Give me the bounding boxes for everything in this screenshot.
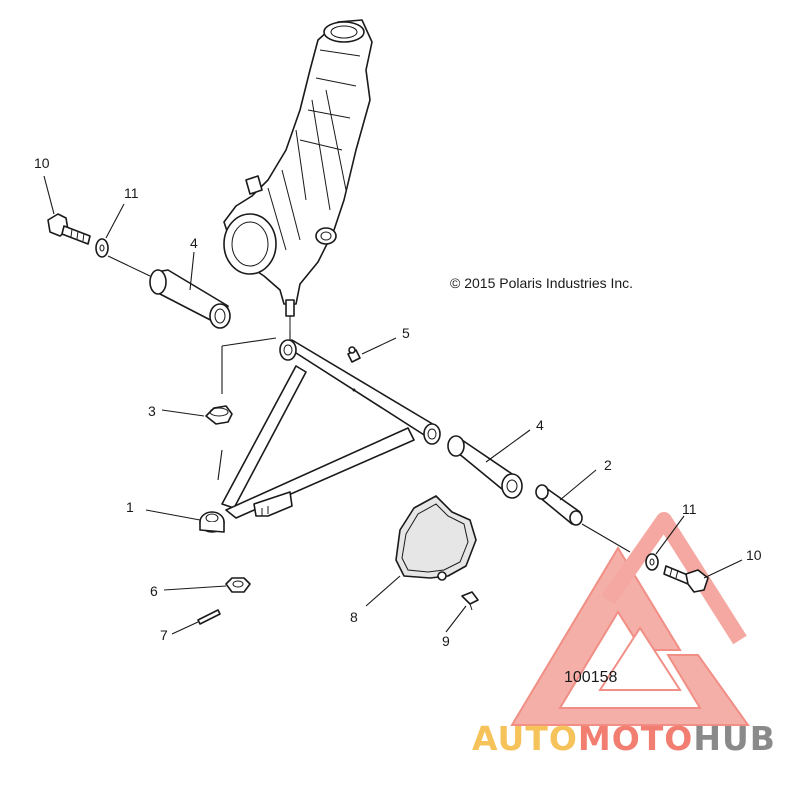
- callout-4-left: 4: [190, 235, 198, 251]
- bushing-4-right: [447, 435, 523, 499]
- callout-8: 8: [350, 609, 358, 625]
- watermark-text: AUTOMOTOHUB: [472, 719, 776, 758]
- callout-2: 2: [604, 457, 612, 473]
- watermark-auto: AUTO: [472, 719, 578, 758]
- callout-11-right: 11: [682, 501, 697, 517]
- steering-knuckle: [223, 19, 373, 330]
- callout-10-left: 10: [34, 155, 50, 171]
- callout-5: 5: [402, 325, 410, 341]
- assembly-lines: [107, 255, 631, 553]
- bushing-cap-3: [205, 405, 233, 425]
- callout-4-right: 4: [536, 417, 544, 433]
- callout-labels: 10 11 4 5 3 1 4 2 11 10 6 7 8 9: [34, 155, 762, 649]
- washer-11-right: [645, 553, 659, 571]
- bushing-4-left: [149, 269, 231, 329]
- diagram-id: 100158: [564, 669, 617, 686]
- a-arm-1: [199, 339, 441, 533]
- copyright-text: © 2015 Polaris Industries Inc.: [450, 275, 633, 291]
- watermark-hub: HUB: [693, 719, 776, 758]
- callout-6: 6: [150, 583, 158, 599]
- bolt-10-right: [663, 565, 709, 593]
- sleeve-2: [535, 484, 583, 526]
- callout-3: 3: [148, 403, 156, 419]
- callout-9: 9: [442, 633, 450, 649]
- bolt-10-left: [47, 213, 91, 245]
- callout-10-right: 10: [746, 547, 762, 563]
- callout-leaders: [43, 175, 743, 635]
- nut-6: [225, 577, 251, 593]
- callout-1: 1: [126, 499, 134, 515]
- watermark-moto: MOTO: [578, 719, 693, 758]
- callout-7: 7: [160, 627, 168, 643]
- cotter-pin-7: [197, 609, 221, 625]
- grease-fitting-5: [347, 346, 361, 363]
- washer-11-left: [95, 238, 109, 258]
- screw-9: [461, 591, 479, 611]
- watermark-logo: [510, 512, 750, 726]
- callout-11-left: 11: [124, 185, 139, 201]
- guard-plate-8: [395, 495, 477, 581]
